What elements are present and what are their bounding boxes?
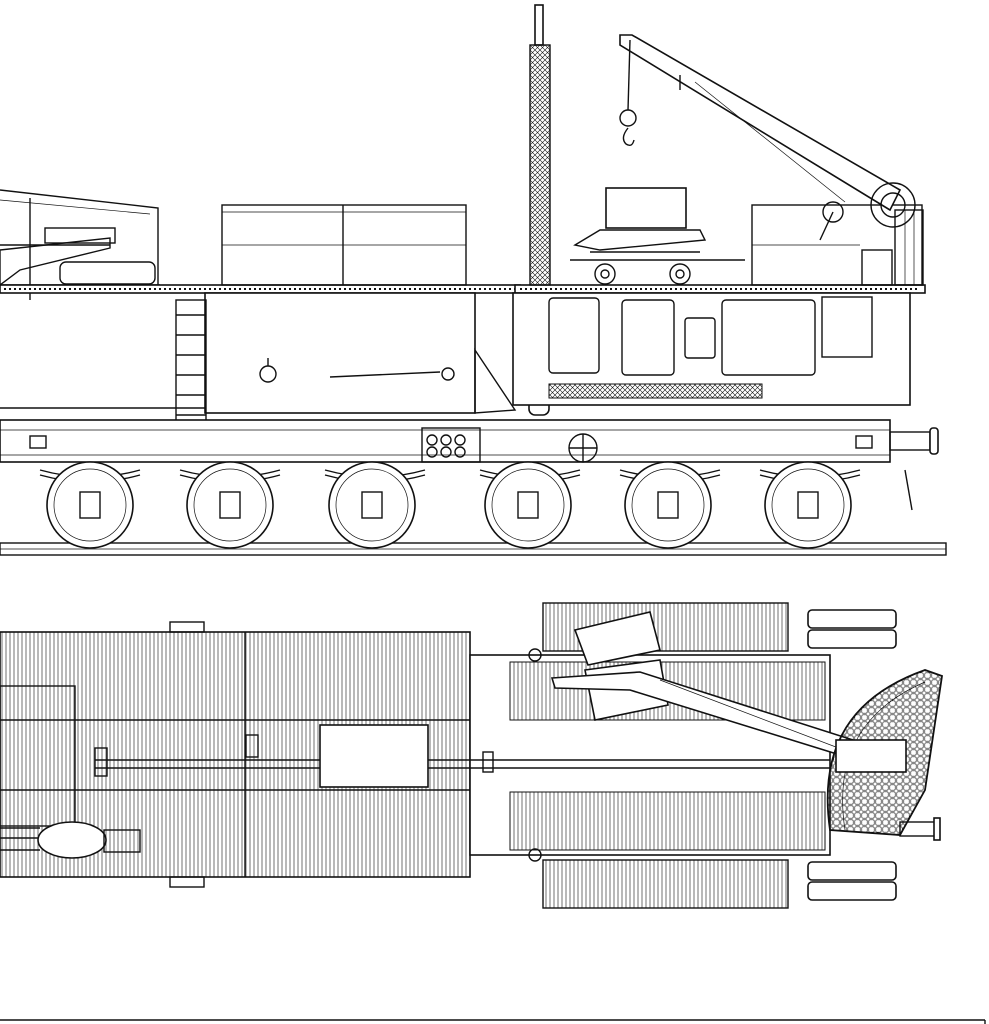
crane-jib [619,34,924,286]
boom-head-plan [0,821,141,859]
wheelset [46,461,852,549]
machinery-house [512,292,911,406]
top-plan-view [0,602,943,909]
ballast-tank [0,292,517,414]
rail-track [0,542,947,556]
buffer-plan [807,609,941,901]
deck-plate [0,284,926,294]
boom-rest-frame [0,189,160,300]
deck-railing [221,204,923,286]
buffer [889,427,939,511]
chassis-frame [0,419,891,463]
grated-platform [826,669,943,836]
sheet-border [0,1019,986,1024]
hoist-trolley [570,187,745,285]
center-beam [94,724,830,788]
side-elevation-view [0,4,947,556]
leaf-springs [39,469,861,483]
